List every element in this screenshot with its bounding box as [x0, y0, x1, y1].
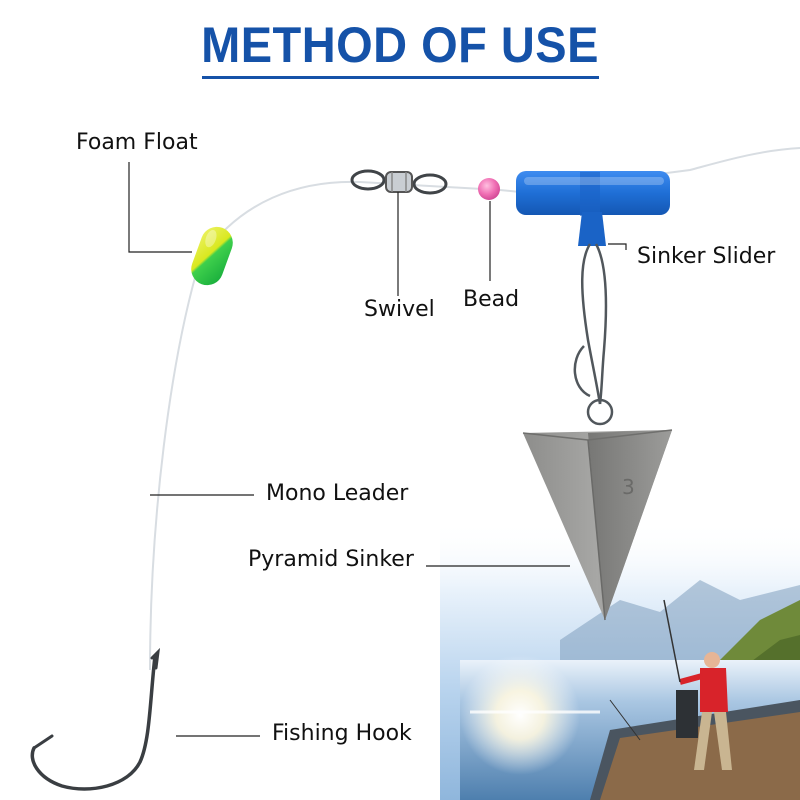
label-foam-float: Foam Float	[76, 130, 198, 155]
label-pyramid-sinker: Pyramid Sinker	[248, 547, 414, 572]
label-bead: Bead	[463, 287, 519, 312]
sinker-weight-mark: 3	[622, 475, 635, 499]
sinker-slider	[516, 171, 670, 246]
snap-clip	[575, 244, 612, 424]
label-sinker-slider: Sinker Slider	[637, 244, 775, 269]
label-swivel: Swivel	[364, 297, 435, 322]
fishing-hook	[32, 652, 158, 789]
page-title: METHOD OF USE	[24, 16, 776, 74]
bead	[478, 178, 500, 200]
title-underline	[202, 76, 599, 79]
label-fishing-hook: Fishing Hook	[272, 721, 412, 746]
label-mono-leader: Mono Leader	[266, 481, 408, 506]
